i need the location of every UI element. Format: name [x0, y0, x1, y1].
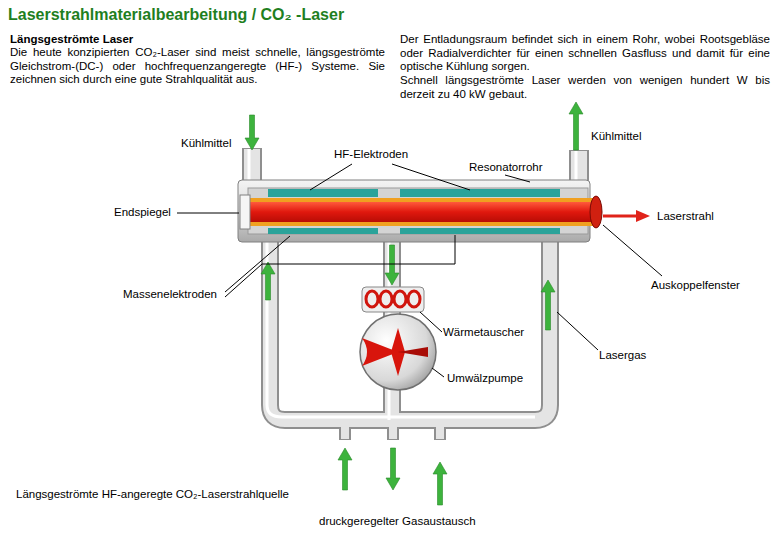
- part-label: druckgeregelter Gasaustausch: [318, 515, 477, 528]
- part-label: Lasergas: [598, 349, 647, 362]
- page-title: Laserstrahlmaterialbearbeitung / CO₂ -La…: [8, 5, 344, 24]
- resonator-tube: [238, 180, 650, 242]
- part-label: Wärmetauscher: [442, 326, 525, 339]
- body-text: Der Entladungsraum befindet sich in eine…: [400, 33, 770, 74]
- leader-lines: [177, 164, 662, 377]
- part-label: Umwälzpumpe: [446, 372, 524, 385]
- part-label: Auskoppelfenster: [650, 279, 741, 292]
- part-label: Kühlmittel: [180, 137, 233, 150]
- body-text: Schnell längsgeströmte Laser werden von …: [400, 74, 770, 101]
- part-label: HF-Elektroden: [333, 148, 409, 161]
- part-label: Kühlmittel: [590, 130, 643, 143]
- figure-caption: Längsgeströmte HF-angeregte CO₂-Laserstr…: [15, 488, 290, 501]
- flow-arrows: [245, 102, 583, 505]
- gas-pipes: [249, 148, 579, 440]
- part-label: Massenelektroden: [122, 288, 218, 301]
- part-label: Endspiegel: [113, 206, 172, 219]
- body-text: Die heute konzipierten CO₂-Laser sind me…: [10, 46, 385, 87]
- heat-exchanger: [362, 287, 424, 312]
- part-label: Resonatorrohr: [468, 161, 544, 174]
- section-heading: Längsgeströmte Laser: [10, 33, 133, 46]
- part-label: Laserstrahl: [656, 210, 715, 223]
- circulation-pump: [360, 314, 436, 390]
